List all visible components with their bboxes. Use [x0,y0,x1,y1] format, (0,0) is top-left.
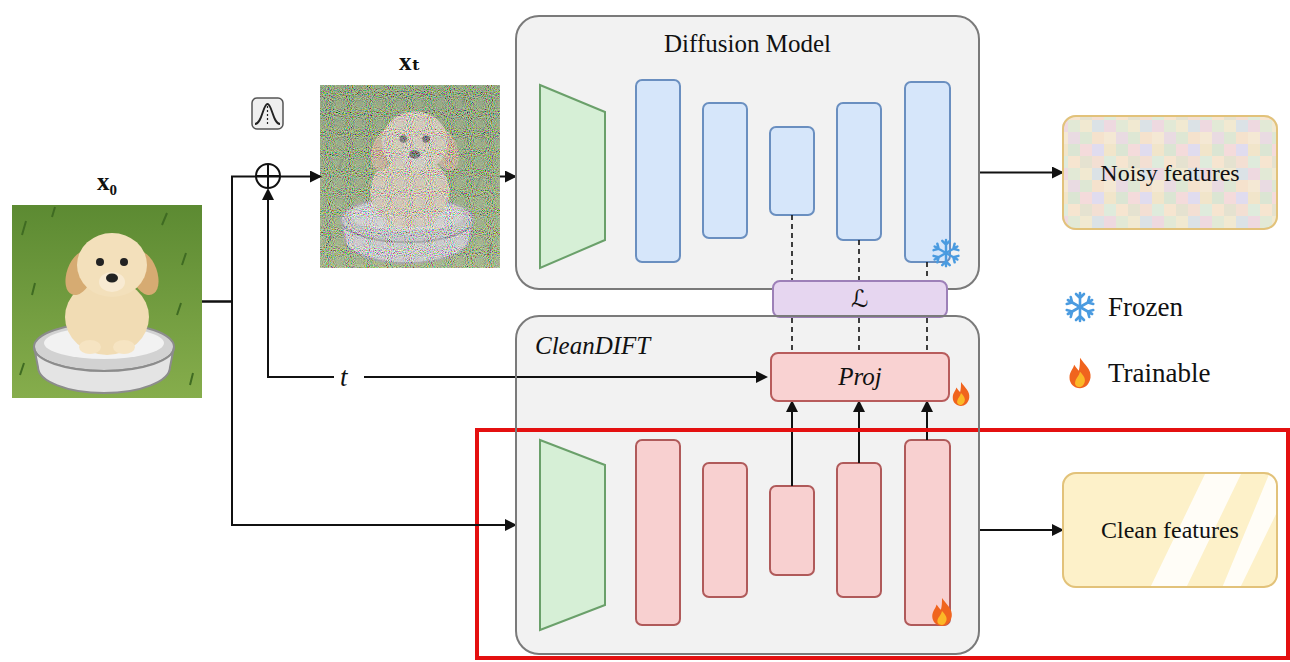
illustration-part [837,463,881,597]
connector-line [858,318,860,352]
noise-icon [252,98,283,129]
panel-ground [515,315,980,655]
panel-title: Diffusion Model [517,29,978,59]
illustration-part [1062,115,1278,230]
illustration-part [268,190,334,377]
connector-line [980,172,1062,174]
feature-arrows [792,402,927,486]
image-label: xₜ [320,47,500,77]
timestep-wire [268,190,766,377]
illustration-part [320,85,500,268]
connector-line [926,318,928,352]
projection-box: Proj [770,352,950,402]
connector-arrow [202,177,320,302]
illustration-part [267,106,268,124]
clean-image [12,205,202,398]
connector-line [926,262,928,280]
projection-label: Proj [838,363,882,391]
feature-box: Noisy features [1062,115,1278,230]
frozen-network [540,80,950,268]
connector-line [791,215,793,280]
model-panel: Diffusion Model [515,15,980,290]
illustration-part [926,402,928,440]
illustration-part [905,440,950,625]
panel-ground [515,15,980,290]
legend-label: Trainable [1108,357,1211,389]
connector-line [500,176,515,178]
trainable-icon [932,598,952,626]
noisy-feature-map [1062,115,1278,230]
loss-box: ℒ [772,280,948,318]
connector-arrow [980,172,1062,173]
illustration-part [255,104,280,124]
connector-line [791,318,793,352]
illustration-part [703,103,747,238]
connector-line [202,177,320,302]
illustration-part [837,103,881,240]
illustration-part [252,98,283,129]
illustration-part [791,402,793,486]
image-node: x₀ [12,205,202,398]
trainable-icon [953,382,970,406]
illustration-part [770,127,814,215]
trainable-network [540,440,950,630]
connector-line [202,302,515,526]
illustration-part [540,440,605,630]
illustration-part [1062,115,1278,230]
illustration-part [320,85,500,268]
model-panel: CleanDIFT Proj [515,315,980,655]
connector-arrow [202,302,515,526]
illustration-part [703,463,747,597]
illustration-part [770,486,814,575]
noisy-image [320,85,500,268]
illustration-part [1062,472,1278,588]
legend-trainable-icon [1070,358,1091,388]
illustration-part [636,440,680,625]
illustration-part [905,82,950,262]
connector-arrow [980,530,1062,531]
image-label: x₀ [12,167,202,197]
connector-line [980,529,1062,531]
legend-label: Frozen [1108,291,1183,323]
connector-line [858,240,860,280]
illustration-part [540,85,605,268]
legend-frozen-icon [1066,293,1094,321]
feature-label: Noisy features [1100,159,1239,187]
dashed-link [792,318,927,352]
timestep-label: t [340,361,348,393]
image-node: xₜ [320,85,500,268]
clean-feature-map [1062,472,1278,588]
panel-title: CleanDIFT [535,331,650,361]
feature-box: Clean features [1062,472,1278,588]
connector-arrow [500,176,515,177]
frozen-icon [933,240,959,266]
loss-symbol: ℒ [851,285,868,313]
illustration-part [364,376,766,378]
dashed-link [792,215,927,280]
feature-label: Clean features [1101,516,1239,544]
illustration-part [858,402,860,463]
highlight-box [477,430,1288,658]
illustration-part [636,80,680,262]
